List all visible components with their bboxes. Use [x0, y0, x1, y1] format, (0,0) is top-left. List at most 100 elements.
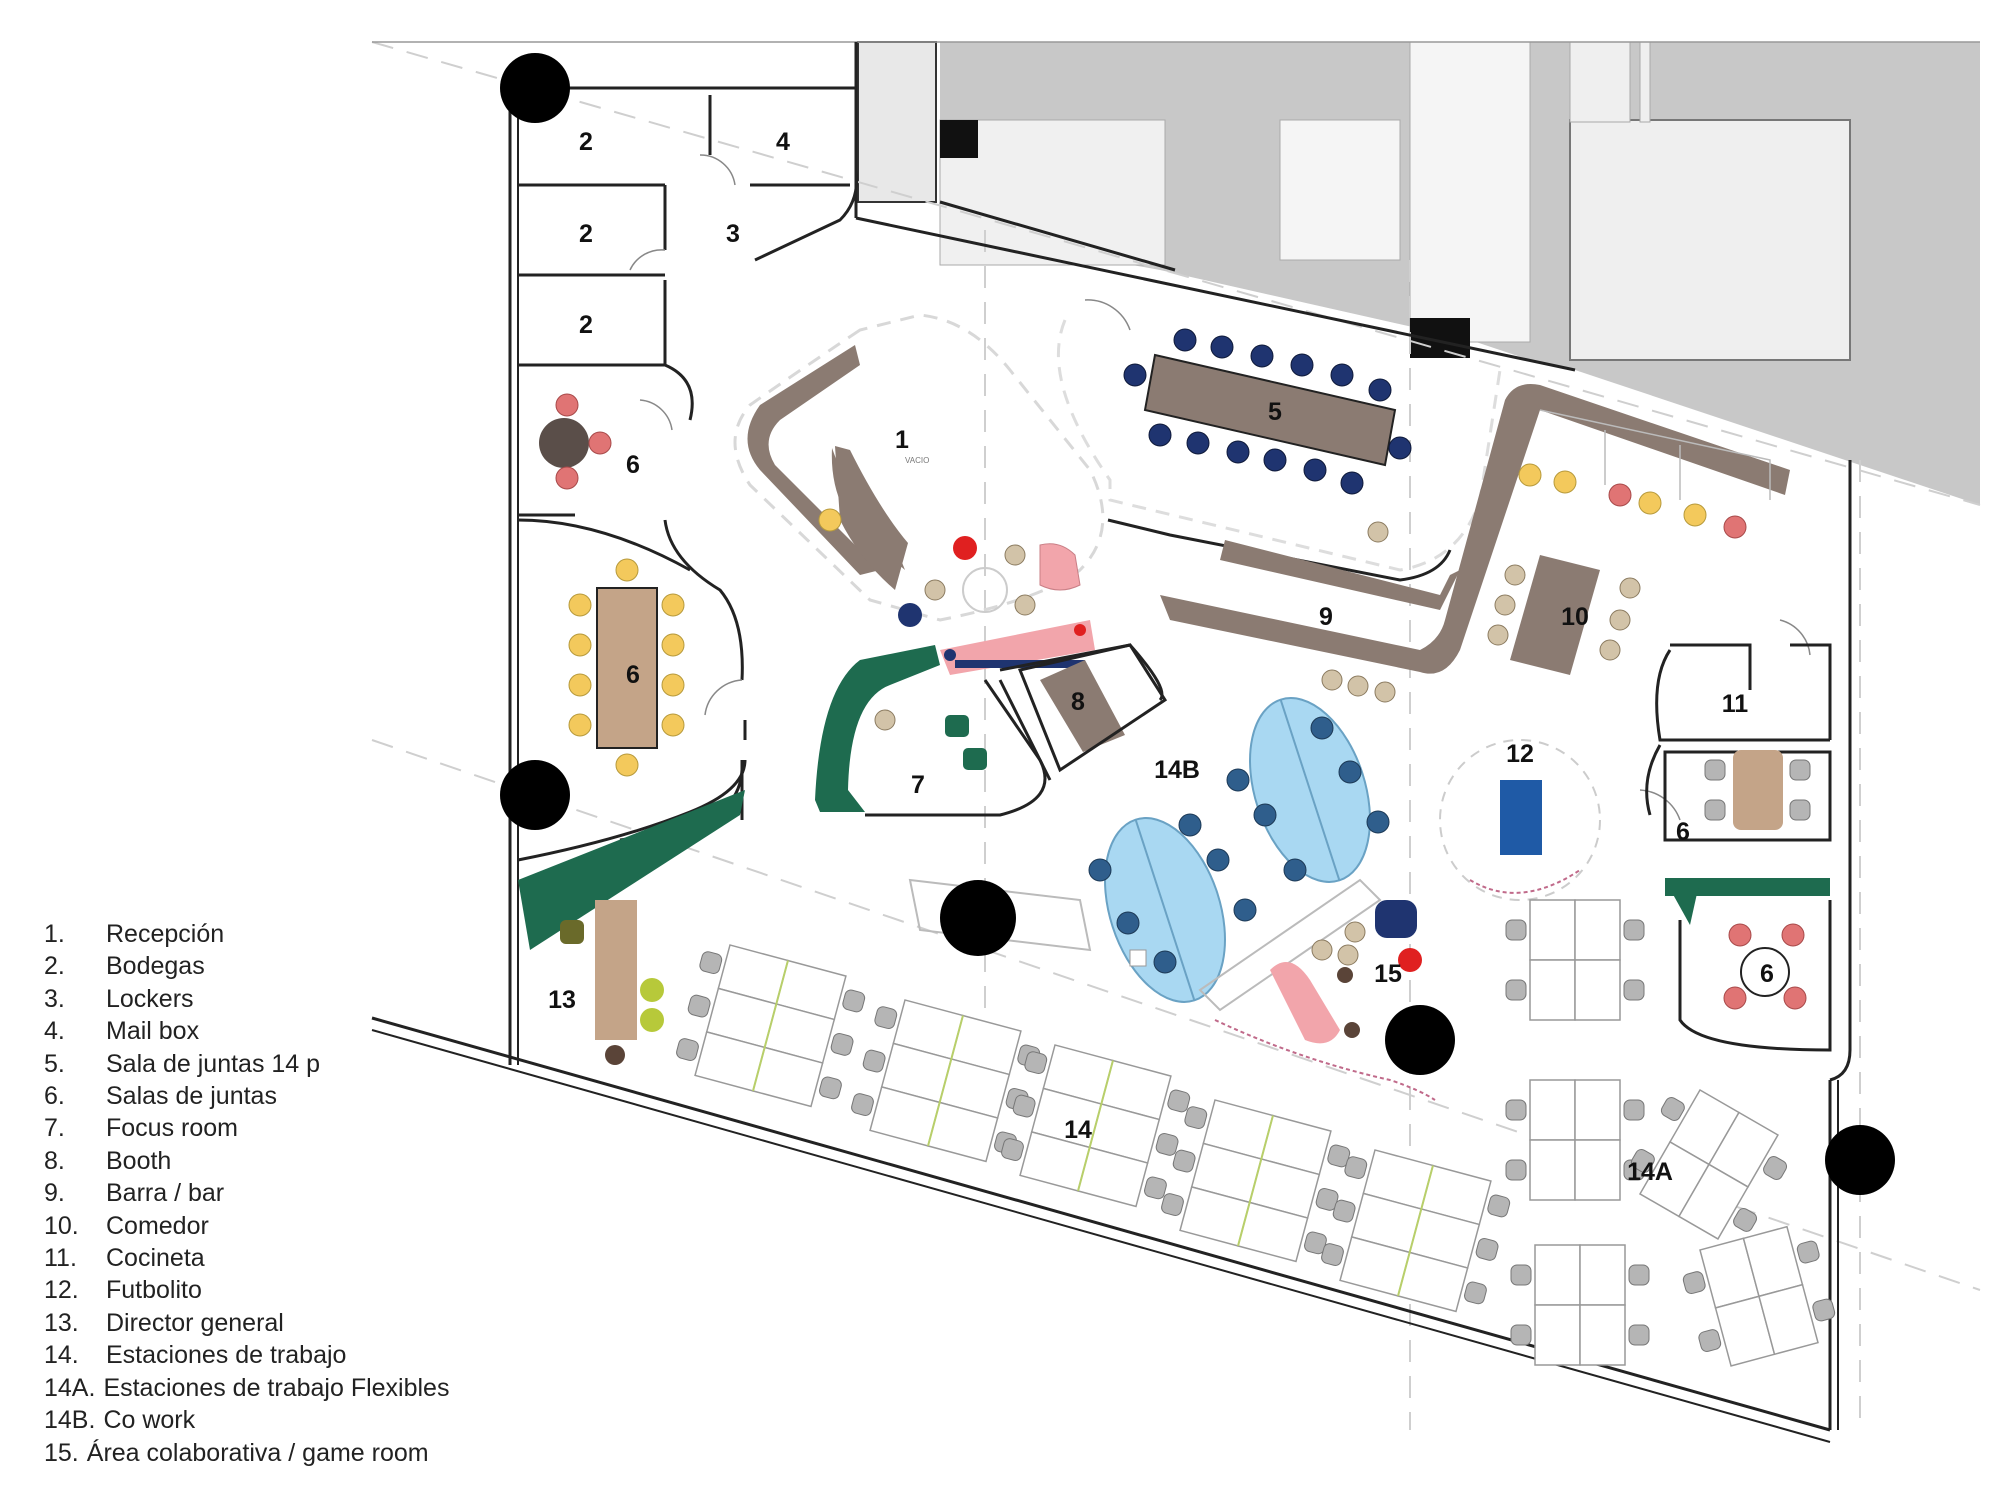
vacio-label: VACIO: [905, 456, 929, 465]
room-label-5: 5: [1268, 398, 1282, 426]
legend-text: Cocineta: [106, 1244, 205, 1273]
legend-text: Co work: [103, 1406, 196, 1435]
conference-room-5: [1056, 319, 1502, 582]
room-label-9: 9: [1319, 603, 1333, 631]
reception-area: VACIO: [733, 313, 1105, 622]
legend-text: Estaciones de trabajo Flexibles: [103, 1373, 450, 1402]
legend-number: 8.: [44, 1146, 65, 1175]
room-label-14: 14: [1064, 1116, 1092, 1144]
room-label-10: 10: [1561, 603, 1589, 631]
legend-text: Barra / bar: [106, 1179, 225, 1208]
legend-item: 6. Salas de juntas: [44, 1080, 504, 1112]
storage-rooms: [517, 95, 859, 842]
legend-number: 7.: [44, 1114, 65, 1143]
room-label-14b: 14B: [1154, 756, 1200, 784]
legend-number: 10.: [44, 1211, 79, 1240]
booth: [1017, 643, 1168, 773]
legend-item: 3. Lockers: [44, 983, 504, 1015]
legend-number: 11.: [44, 1244, 77, 1273]
legend-text: Área colaborativa / game room: [86, 1438, 429, 1467]
legend-text: Comedor: [106, 1211, 209, 1240]
legend-number: 13.: [44, 1308, 79, 1337]
sala6-round: [1678, 900, 1832, 1052]
legend-item: 4. Mail box: [44, 1015, 504, 1047]
room-label-6: 6: [1760, 960, 1774, 988]
room-label-1: 1: [895, 426, 909, 454]
legend-number: 1.: [44, 920, 65, 948]
legend-item: 11. Cocineta: [44, 1242, 504, 1274]
room-label-6: 6: [626, 661, 640, 689]
legend-number: 2.: [44, 952, 65, 981]
legend-item: 2. Bodegas: [44, 950, 504, 982]
legend-item: 12. Futbolito: [44, 1274, 504, 1306]
room-label-13: 13: [548, 986, 576, 1014]
cocineta: [1645, 643, 1832, 816]
legend-item: 1. Recepción: [44, 918, 504, 950]
director-general: [560, 900, 664, 1065]
legend-number: 4.: [44, 1017, 65, 1046]
legend-text: Sala de juntas 14 p: [106, 1049, 321, 1078]
legend-text: Futbolito: [106, 1276, 202, 1305]
service-core: [857, 41, 1980, 505]
room-label-6: 6: [1676, 818, 1690, 846]
bar: [1160, 384, 1790, 703]
legend-number: 14.: [44, 1341, 79, 1370]
legend-item: 8. Booth: [44, 1145, 504, 1177]
room-label-8: 8: [1071, 688, 1085, 716]
legend-item: 9. Barra / bar: [44, 1177, 504, 1209]
legend-text: Director general: [106, 1308, 284, 1337]
futbolito: [1439, 739, 1601, 901]
cowork: [908, 697, 1390, 1003]
legend-number: 6.: [44, 1082, 65, 1111]
workstations: [672, 939, 1514, 1318]
room-label-2: 2: [579, 128, 593, 156]
lounge-furniture: [898, 536, 1081, 627]
legend-text: Lockers: [106, 984, 194, 1013]
legend-item: 14A.Estaciones de trabajo Flexibles: [44, 1372, 504, 1404]
legend-number: 9.: [44, 1179, 65, 1208]
room-label-2: 2: [579, 311, 593, 339]
focus-room-items: [874, 709, 987, 770]
legend-number: 12.: [44, 1276, 79, 1305]
room-label-14a: 14A: [1627, 1158, 1673, 1186]
legend-item: 10. Comedor: [44, 1210, 504, 1242]
legend-number: 5.: [44, 1049, 65, 1078]
flex-workstations: [1506, 900, 1841, 1372]
room-label-11: 11: [1722, 690, 1749, 718]
legend-item: 7. Focus room: [44, 1112, 504, 1144]
legend-number: 14A.: [44, 1373, 96, 1402]
pink-bench: [940, 620, 1095, 675]
sala6-left-large: [568, 558, 685, 777]
legend-text: Booth: [106, 1146, 172, 1175]
collab-area: [1198, 878, 1436, 1101]
legend-number: 3.: [44, 984, 65, 1013]
sala6-left-small: [539, 393, 612, 490]
room-label-2: 2: [579, 220, 593, 248]
legend-number: 14B.: [44, 1406, 96, 1435]
legend-text: Estaciones de trabajo: [106, 1341, 347, 1370]
legend-item: 13. Director general: [44, 1307, 504, 1339]
room-labels: 2 4 2 3 2 1 5 6 6 9 10 8 11 7 14B 12 6 6…: [548, 128, 1774, 1186]
room-label-4: 4: [776, 128, 790, 156]
structural-columns: [500, 53, 1895, 1195]
legend-text: Focus room: [106, 1114, 238, 1143]
legend-item: 14B.Co work: [44, 1404, 504, 1436]
legend: 1. Recepción 2. Bodegas 3. Lockers 4. Mail b…: [44, 918, 504, 1469]
room-label-15: 15: [1374, 960, 1402, 988]
room-label-7: 7: [911, 771, 925, 799]
legend-item: 5. Sala de juntas 14 p: [44, 1048, 504, 1080]
legend-text: Recepción: [106, 920, 225, 948]
legend-item: 14. Estaciones de trabajo: [44, 1339, 504, 1371]
sala6-right: [1663, 750, 1832, 842]
legend-item: 15.Área colaborativa / game room: [44, 1437, 504, 1469]
legend-text: Salas de juntas: [106, 1082, 277, 1111]
room-label-3: 3: [726, 220, 740, 248]
legend-number: 15.: [44, 1438, 79, 1467]
green-walls: [518, 645, 1830, 950]
room-label-12: 12: [1506, 740, 1534, 768]
legend-text: Mail box: [106, 1017, 200, 1046]
comedor: [1487, 409, 1771, 675]
legend-text: Bodegas: [106, 952, 205, 981]
room-label-6: 6: [626, 451, 640, 479]
